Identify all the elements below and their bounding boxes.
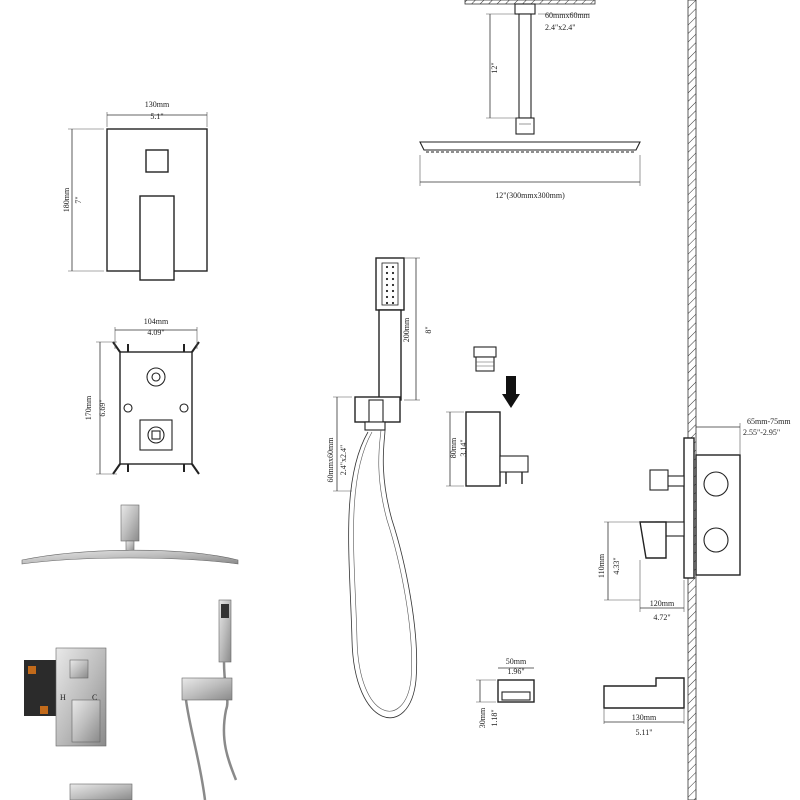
valve-side-view: 65mm-75mm 2.55"-2.95" 110mm 4.33" 120mm … [597, 417, 791, 622]
spout-width-in-label: 1.96" [507, 667, 524, 676]
spout-width-label: 50mm [506, 657, 527, 666]
rain-shower-top-view: 12" 60mmx60mm 2.4"x2.4" 12"(300mmx300mm) [419, 0, 641, 200]
handshower-holder: 80mm 3.14" [446, 346, 529, 487]
trim-width-label: 130mm [145, 100, 170, 109]
spout-height-in-label: 1.18" [490, 709, 499, 726]
arm-square-in-label: 2.4"x2.4" [545, 23, 576, 32]
depth-range-label: 65mm-75mm [747, 417, 791, 426]
cold-mark: C [92, 693, 97, 702]
handshower-length-in-label: 8" [424, 326, 433, 333]
depth-range-in-label: 2.55"-2.95" [743, 428, 780, 437]
wall-section [687, 0, 697, 800]
trim-height-label: 180mm [62, 187, 71, 212]
handle-height-label: 110mm [597, 553, 606, 578]
handle-height-in-label: 4.33" [612, 557, 621, 574]
spout-height-label: 30mm [478, 707, 487, 728]
handshower-assembly: 200mm 8" 60mmx60mm 2.4"x2.4" [326, 257, 433, 719]
head-size-label: 12"(300mmx300mm) [495, 191, 565, 200]
spout-length-label: 130mm [632, 713, 657, 722]
trim-plate-front-view: 130mm 5.1" 180mm 7" [62, 100, 208, 281]
arm-length-label: 12" [490, 62, 499, 73]
tub-spout-side-view: 130mm 5.11" [603, 677, 685, 737]
valve-body-front-view: 104mm 4.09" 170mm 6.69" [84, 317, 200, 475]
handle-proj-in-label: 4.72" [653, 613, 670, 622]
spout-length-in-label: 5.11" [636, 728, 653, 737]
holder-height-in-label: 3.14" [459, 439, 468, 456]
arm-square-label: 60mmx60mm [545, 11, 591, 20]
valve-width-in-label: 4.09" [147, 328, 164, 337]
valve-height-in-label: 6.69" [98, 399, 107, 416]
outlet-square-label: 60mmx60mm [326, 437, 335, 483]
outlet-square-in-label: 2.4"x2.4" [339, 445, 348, 476]
product-photo: H C [21, 504, 239, 800]
trim-width-in-label: 5.1" [150, 112, 163, 121]
handle-proj-label: 120mm [650, 599, 675, 608]
handshower-length-label: 200mm [402, 317, 411, 342]
holder-height-label: 80mm [449, 437, 458, 458]
trim-height-in-label: 7" [74, 196, 83, 203]
valve-height-label: 170mm [84, 395, 93, 420]
hot-mark: H [60, 693, 66, 702]
valve-width-label: 104mm [144, 317, 169, 326]
tub-spout-front-view: 50mm 1.96" 30mm 1.18" [476, 657, 535, 728]
